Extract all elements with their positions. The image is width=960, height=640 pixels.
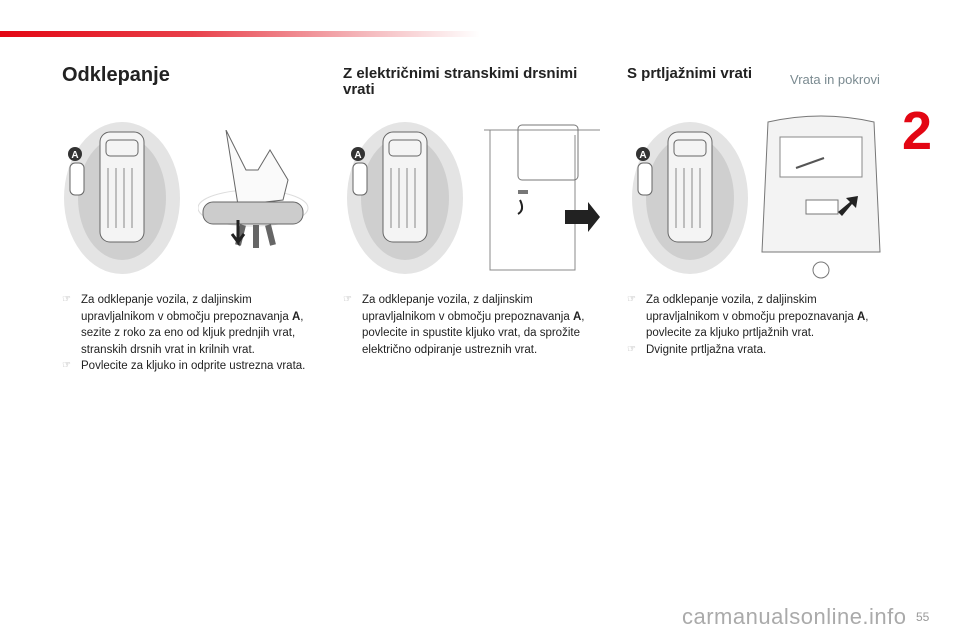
remote-key-icon — [352, 162, 368, 196]
instructions-unlocking: ☞ Za odklepanje vozila, z daljinskim upra… — [62, 292, 307, 375]
instructions-tailgate: ☞ Za odklepanje vozila, z daljinskim upra… — [627, 292, 892, 358]
bullet-icon: ☞ — [62, 294, 71, 305]
instruction-text: , sezite z roko za eno od kljuk prednjih… — [81, 310, 304, 356]
instruction-text: , povlecite in spustite kljuko vrat, da … — [362, 310, 585, 356]
header-accent-bar — [0, 31, 480, 37]
remote-key-icon — [637, 162, 653, 196]
instruction-item: ☞ Za odklepanje vozila, z daljinskim upra… — [343, 292, 605, 358]
bullet-icon: ☞ — [343, 294, 352, 305]
bullet-icon: ☞ — [627, 294, 636, 305]
bullet-icon: ☞ — [627, 343, 636, 355]
instruction-text: Povlecite za kljuko in odprite ustrezna … — [81, 360, 306, 372]
svg-text:A: A — [639, 150, 646, 161]
zone-label: A — [572, 310, 582, 323]
hand-on-handle-illustration — [198, 130, 309, 248]
svg-text:A: A — [354, 150, 361, 161]
instruction-text: Za odklepanje vozila, z daljinskim uprav… — [81, 294, 292, 323]
instruction-text: , povlecite za kljuko prtljažnih vrat. — [646, 310, 869, 340]
svg-text:A: A — [71, 150, 78, 161]
recognition-zone-illustration: A — [347, 122, 463, 274]
recognition-zone-illustration: A — [632, 122, 748, 274]
remote-key-icon — [69, 162, 85, 196]
chapter-number: 2 — [902, 101, 933, 161]
sliding-door-illustration — [484, 124, 600, 271]
tailgate-illustration — [761, 115, 881, 279]
instruction-text: Dvignite prtljažna vrata. — [646, 343, 767, 356]
section-title: Vrata in pokrovi — [790, 72, 880, 87]
zone-label: A — [291, 310, 301, 323]
instruction-item: ☞ Dvignite prtljažna vrata. — [627, 342, 892, 359]
watermark: carmanualsonline.info — [682, 604, 907, 629]
page-number: 55 — [916, 610, 930, 624]
van-top-view — [382, 131, 428, 243]
van-top-view — [99, 131, 145, 243]
instruction-item: ☞ Za odklepanje vozila, z daljinskim upra… — [62, 292, 307, 358]
instruction-text: Za odklepanje vozila, z daljinskim uprav… — [362, 294, 573, 323]
heading-sliding-doors: Z električnimi stranskimi drsnimi vrati — [343, 65, 578, 98]
instruction-item: ☞ Povlecite za kljuko in odprite ustrezna… — [62, 358, 307, 375]
instruction-item: ☞ Za odklepanje vozila, z daljinskim upra… — [627, 292, 892, 342]
heading-tailgate: S prtljažnimi vrati — [627, 65, 753, 82]
instruction-text: Za odklepanje vozila, z daljinskim uprav… — [646, 294, 857, 323]
zone-label: A — [856, 310, 866, 323]
bullet-icon: ☞ — [62, 360, 71, 371]
van-top-view — [667, 131, 713, 243]
instructions-sliding-doors: ☞ Za odklepanje vozila, z daljinskim upra… — [343, 292, 605, 358]
recognition-zone-illustration: A — [64, 122, 180, 274]
heading-unlocking: Odklepanje — [62, 64, 170, 86]
